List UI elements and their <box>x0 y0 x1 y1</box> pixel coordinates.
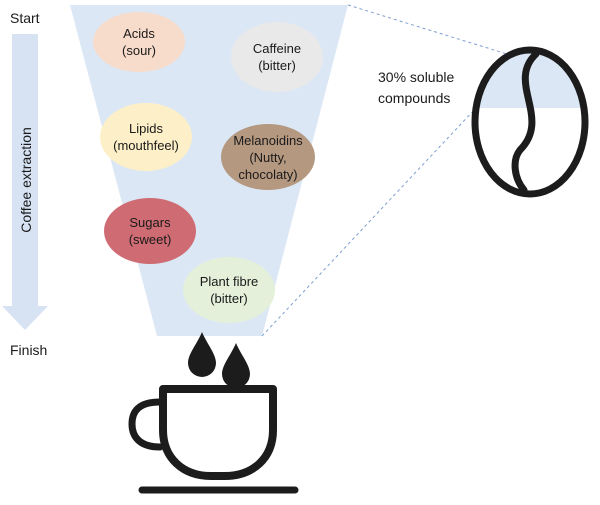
compound-acids: Acids (sour) <box>93 12 185 72</box>
compound-lipids-note: (mouthfeel) <box>113 138 179 153</box>
compound-melanoidins-name: Melanoidins <box>233 132 303 148</box>
compound-sugars-note: (sweet) <box>128 232 172 247</box>
coffee-bean-icon <box>471 46 589 198</box>
compound-melanoidins-note1: (Nutty, <box>249 149 287 165</box>
compound-melanoidins-note2: chocolaty) <box>238 166 298 182</box>
compound-plant-fibre-name: Plant fibre <box>199 274 259 289</box>
compound-caffeine-note: (bitter) <box>258 58 296 73</box>
compound-sugars-name: Sugars <box>129 215 171 230</box>
compound-acids-name: Acids <box>123 26 155 41</box>
compound-sugars: Sugars (sweet) <box>104 198 196 264</box>
coffee-drop-icon <box>188 332 250 388</box>
compound-caffeine: Caffeine (bitter) <box>231 22 323 92</box>
compound-lipids-name: Lipids <box>129 121 163 136</box>
extraction-arrow <box>2 34 48 330</box>
dashed-guide-bottom <box>261 107 477 337</box>
compound-plant-fibre: Plant fibre (bitter) <box>183 257 275 323</box>
start-label: Start <box>10 10 40 26</box>
finish-label: Finish <box>10 342 48 358</box>
compound-melanoidins: Melanoidins(Nutty,chocolaty) <box>221 124 315 190</box>
compound-lipids: Lipids (mouthfeel) <box>100 103 192 171</box>
extraction-axis-label: Coffee extraction <box>18 127 34 233</box>
compound-acids-note: (sour) <box>122 43 156 58</box>
soluble-label-line1: 30% soluble <box>378 69 455 85</box>
compound-caffeine-name: Caffeine <box>252 41 302 56</box>
dashed-guide-top <box>347 4 521 59</box>
soluble-label-line2: compounds <box>378 90 451 106</box>
coffee-cup-icon <box>128 385 299 494</box>
compound-plant-fibre-note: (bitter) <box>210 291 248 306</box>
